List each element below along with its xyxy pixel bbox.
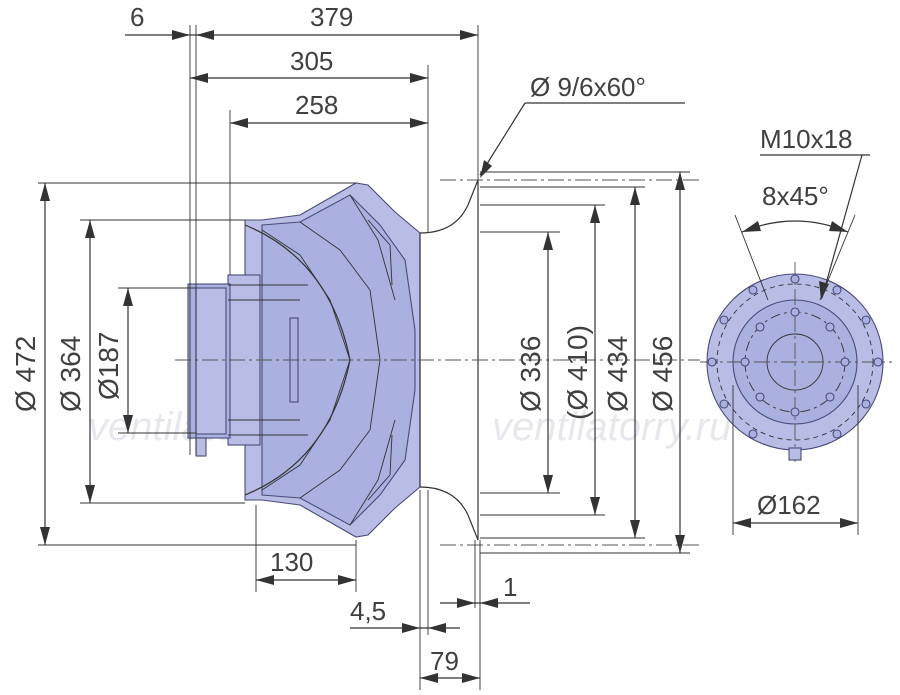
dim-dia-364: Ø 364 — [55, 336, 86, 412]
angle-spec: 8x45° — [762, 181, 829, 211]
flange-dimensions — [732, 154, 870, 535]
dim-79: 79 — [430, 646, 459, 676]
dim-379: 379 — [310, 2, 353, 32]
dim-dia-472: Ø 472 — [10, 336, 41, 412]
dim-dia-410: (Ø 410) — [562, 325, 593, 420]
hole-spec: Ø 9/6x60° — [530, 72, 646, 102]
dim-258: 258 — [295, 90, 338, 120]
dim-305: 305 — [290, 46, 333, 76]
dim-dia-434: Ø 434 — [602, 336, 633, 412]
dim-130: 130 — [270, 547, 313, 577]
dim-dia-162: Ø162 — [757, 490, 821, 520]
dim-dia-336: Ø 336 — [515, 336, 546, 412]
dim-1: 1 — [503, 572, 517, 602]
flange-front-view — [700, 262, 892, 462]
watermark-right: ventilatorry.ru — [492, 405, 731, 449]
dim-dia-456: Ø 456 — [647, 336, 678, 412]
dim-dia-187: Ø187 — [93, 332, 124, 401]
thread-spec: M10x18 — [760, 124, 853, 154]
dim-4-5: 4,5 — [350, 596, 386, 626]
dim-6: 6 — [130, 2, 144, 32]
extension-lines — [38, 25, 690, 690]
dimension-lines — [40, 30, 685, 683]
